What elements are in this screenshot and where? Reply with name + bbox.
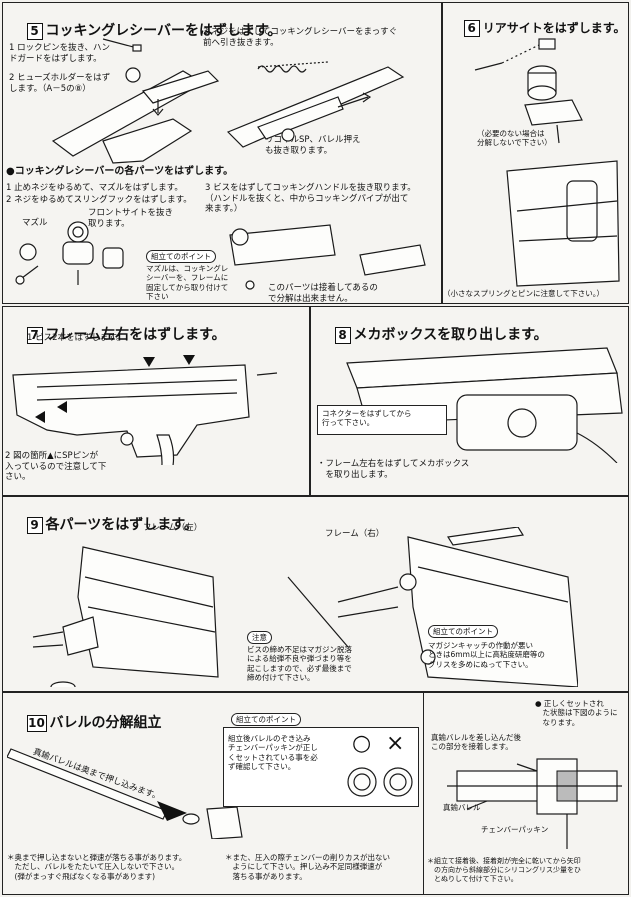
frame-right-label: フレーム（右） xyxy=(325,529,385,539)
step9-number: 9 xyxy=(26,516,43,534)
step8-note-1: コネクターをはずしてから 行って下さい。 xyxy=(322,409,412,428)
step5-note-2: 2 ヒューズホルダーをはず します。（A－5の⑧） xyxy=(9,73,111,94)
step9-point-title: 組立てのポイント xyxy=(428,625,498,638)
frame-right-illustration xyxy=(287,527,578,687)
barrel-label: 真鍮バレル xyxy=(443,803,481,812)
step7-note-2: 2 図の箇所▲にSPピンが 入っているので注意して下 さい。 xyxy=(5,451,107,483)
step5-note-3: 3 ネジをはずしてコッキングレシーバーをまっすぐ 前へ引き抜きます。 xyxy=(203,27,398,48)
step5b-title: ●コッキングレシーバーの各パーツをはずします。 xyxy=(6,166,234,177)
caution-tag: 注意 xyxy=(247,631,272,644)
step10-point-title: 組立てのポイント xyxy=(231,713,301,726)
step10-number: 10 xyxy=(26,714,47,732)
handguard-removal-illustration xyxy=(51,38,220,164)
muzzle-parts-illustration xyxy=(15,221,124,285)
caution-body: ビスの締め不足はマガジン脱落 による給弾不良や弾づまり等を 起こしますので、必ず… xyxy=(247,645,352,683)
step5-note-1: 1 ロックピンを抜き、ハン ドガードをはずします。 xyxy=(9,43,111,64)
step10-right-note-2: 真鍮バレルを差し込んだ後 この部分を接着します。 xyxy=(431,733,521,752)
step6-note-1: （必要のない場合は 分解しないで下さい） xyxy=(477,129,552,148)
step5-number: 5 xyxy=(26,22,43,40)
rear-sight-assembly-illustration xyxy=(506,160,620,287)
frame-left-label: フレーム（左） xyxy=(143,523,203,533)
chamber-packing-label: チェンバーパッキン xyxy=(481,825,549,834)
step6-note-2: （小さなスプリングとピンに注意して下さい。） xyxy=(443,289,605,298)
step5b-note-2: 2 ネジをゆるめてスリングフックをはずします。 xyxy=(6,195,192,205)
step6-number: 6 xyxy=(463,20,480,37)
ok-symbol: ○ xyxy=(352,731,372,756)
frame-left-illustration xyxy=(32,546,219,687)
step10-divider xyxy=(423,693,424,894)
step9-point-body: マガジンキャッチの作動が悪い ときは6mm以上に高粘度研磨等の グリスを多めにぬ… xyxy=(428,641,545,669)
step10-note-2: ＊また、圧入の際チェンバーの削りカスが出ない ようにして下さい。押し込み不足同様… xyxy=(225,853,390,881)
step8-number: 8 xyxy=(334,326,351,344)
connector-note-box: コネクターをはずしてから 行って下さい。 xyxy=(317,405,447,435)
step7-note-1: 1 ビス2本をはずします。 xyxy=(27,333,125,343)
step5b-note-3: フロントサイトを抜き 取ります。 xyxy=(88,208,174,229)
step5b-point-body: マズルは、コッキングレ シーバーを、フレームに 固定してから取り付けて 下さい xyxy=(146,264,229,302)
step5b-point-title: 組立てのポイント xyxy=(146,250,216,263)
step10-right-note-3: ＊組立て接着後、接着剤が完全に乾いてから矢印 の方向から斜線部分にシリコングリス… xyxy=(427,857,581,883)
ng-symbol: × xyxy=(386,731,405,756)
muzzle-label: マズル xyxy=(22,218,48,228)
step5b-note-1: 1 止めネジをゆるめて、マズルをはずします。 xyxy=(6,183,183,193)
mechbox-illustration xyxy=(346,347,623,463)
rear-sight-parts-illustration xyxy=(474,38,583,144)
step8-note-2: ・フレーム左右をはずしてメカボックス を取り出します。 xyxy=(317,459,470,480)
frame-illustration xyxy=(12,355,278,465)
barrel-cross-section-illustration xyxy=(447,758,622,849)
step10-point-body: 組立後バレルのぞき込み チェンバーパッキンが正し くセットされている事を必 ず確… xyxy=(228,734,318,772)
step10-point-box: 組立後バレルのぞき込み チェンバーパッキンが正し くセットされている事を必 ず確… xyxy=(223,727,419,807)
step5b-note-4: 3 ビスをはずしてコッキングハンドルを抜き取ります。 （ハンドルを抜くと、中から… xyxy=(205,183,416,215)
barrel-illustration xyxy=(7,748,243,839)
step5b-note-5: このパーツは接着してあるの で分解は出来ません。 xyxy=(268,283,378,304)
chamber-packing-check-icons xyxy=(347,767,413,797)
cocking-handle-illustration xyxy=(229,224,426,290)
step5-note-4: リコイルSP、バレル押え も抜き取ります。 xyxy=(265,135,361,156)
cocking-receiver-removal-illustration xyxy=(226,61,405,148)
step10-right-note-1: ● 正しくセットされ た状態は下図のように なります。 xyxy=(535,699,618,727)
step7-number: 7 xyxy=(26,326,43,344)
step10-note-1: ＊奥まで押し込まないと弾速が落ちる事があります。 ただし、バレルをたたいて圧入し… xyxy=(7,853,187,881)
